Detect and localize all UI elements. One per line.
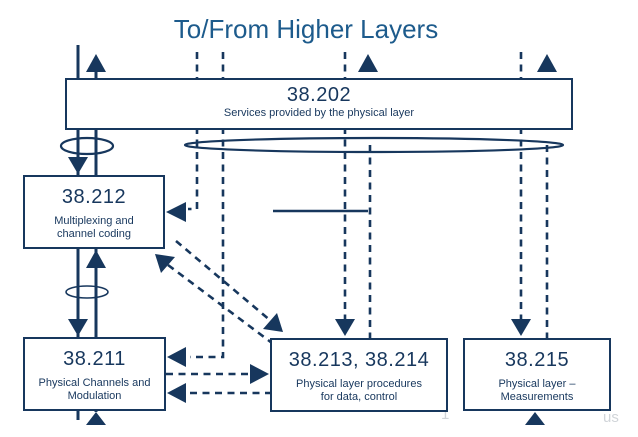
arrow-up-icon [537,54,557,72]
spec-label: Multiplexing and channel coding [54,215,134,240]
box-38212: 38.212 Multiplexing and channel coding [23,175,165,249]
spec-number: 38.215 [504,349,570,371]
spec-label: Physical layer – Measurements [498,378,576,403]
arrow-down-right-icon [263,313,283,332]
spec-number: 38.211 [63,348,126,370]
box-38213-38214: 38.213, 38.214 Physical layer procedures… [270,338,448,412]
arrow-up-left-icon [155,254,175,273]
arrowheads [68,54,557,425]
arrow-down-icon [335,319,355,336]
spec-number: 38.212 [61,186,127,208]
box-38202: 38.202 Services provided by the physical… [65,78,573,130]
arrow-down-icon [68,319,88,336]
spec-number: 38.202 [286,84,352,106]
box-38211: 38.211 Physical Channels and Modulation [23,337,166,411]
dashed-diagonal-down [175,240,272,322]
arrow-up-icon [86,412,106,425]
spec-number: 38.213, 38.214 [288,349,430,371]
left-lower-ellipse [65,285,109,299]
arrow-up-icon [86,54,106,72]
arrow-down-icon [68,157,88,174]
interface-ellipses [59,136,565,299]
faint-artifact: us [603,409,619,426]
spec-label: Physical Channels and Modulation [38,377,151,402]
arrow-down-icon [511,319,531,336]
dashed-elbow-to-38211 [190,52,225,359]
arrow-right-icon [250,364,269,384]
arrow-up-icon [86,250,106,268]
spec-label: Services provided by the physical layer [223,107,415,119]
arrow-left-icon [167,383,186,403]
arrow-left-icon [166,202,186,222]
dashed-diagonal-up [167,263,285,354]
transport-channel-ellipse [183,136,565,154]
arrow-up-icon [358,54,378,72]
left-upper-ellipse [59,136,115,156]
arrow-left-icon [167,347,186,367]
diagram-title: To/From Higher Layers [173,14,439,44]
box-38215: 38.215 Physical layer – Measurements [463,338,611,411]
spec-label: Physical layer procedures for data, cont… [296,378,422,403]
arrow-up-icon [525,412,545,425]
faint-artifact: 1 [441,406,450,423]
dashed-elbow-to-38212 [188,52,199,211]
